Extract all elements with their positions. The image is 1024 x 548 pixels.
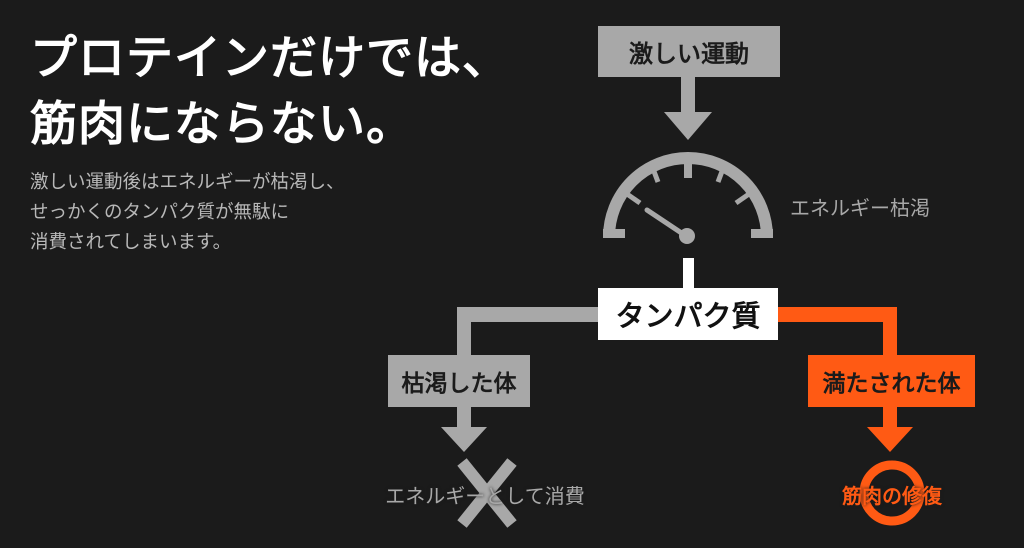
description-line3: 消費されてしまいます。 bbox=[30, 232, 232, 253]
cycle-circle-icon bbox=[859, 460, 925, 526]
box-protein: タンパク質 bbox=[598, 288, 778, 340]
arrow-start-to-gauge bbox=[664, 76, 712, 140]
box-depleted-body: 枯渇した体 bbox=[388, 355, 530, 407]
cross-icon bbox=[457, 458, 517, 528]
description-line2: せっかくのタンパク質が無駄に bbox=[30, 202, 290, 223]
result-muscle-repair: 筋肉の修復 bbox=[842, 484, 942, 508]
gauge-label: エネルギー枯渇 bbox=[790, 196, 930, 220]
box-protein-label: タンパク質 bbox=[615, 299, 761, 333]
connector-gauge-to-protein bbox=[683, 258, 694, 290]
headline-line1: プロテインだけでは、 bbox=[30, 31, 510, 86]
connector-right-branch bbox=[776, 307, 913, 452]
connector-left-branch bbox=[441, 307, 602, 452]
headline: プロテインだけでは、 筋肉にならない。 bbox=[30, 26, 510, 158]
box-fulfilled-body-label: 満たされた体 bbox=[822, 371, 961, 397]
speedometer-low-icon bbox=[603, 152, 773, 244]
box-intense-exercise: 激しい運動 bbox=[598, 26, 780, 77]
box-fulfilled-body: 満たされた体 bbox=[808, 355, 975, 407]
box-depleted-body-label: 枯渇した体 bbox=[401, 371, 517, 397]
description-line1: 激しい運動後はエネルギーが枯渇し、 bbox=[30, 172, 345, 193]
box-intense-exercise-label: 激しい運動 bbox=[629, 40, 749, 68]
description: 激しい運動後はエネルギーが枯渇し、 せっかくのタンパク質が無駄に 消費されてしま… bbox=[30, 168, 345, 258]
result-energy-consumed: エネルギーとして消費 bbox=[385, 484, 585, 508]
headline-line2: 筋肉にならない。 bbox=[30, 97, 414, 152]
